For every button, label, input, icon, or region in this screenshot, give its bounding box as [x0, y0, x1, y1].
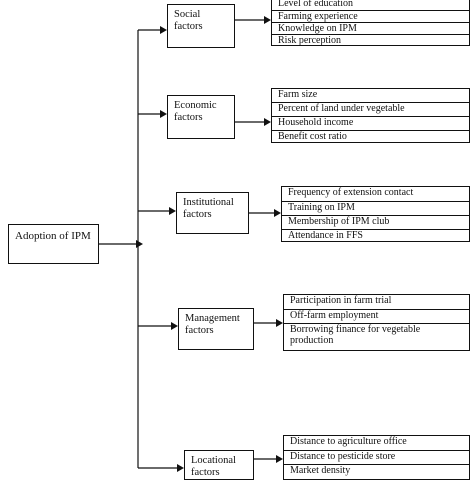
factor-item: Membership of IPM club	[282, 215, 469, 229]
factor-item: Percent of land under vegetable	[272, 102, 469, 116]
institutional-factor-list: Frequency of extension contact Training …	[281, 186, 470, 242]
category-locational: Locational factors	[184, 450, 254, 480]
category-label: Institutional factors	[183, 197, 234, 220]
root-arrowhead	[136, 240, 143, 248]
category-social: Social factors	[167, 4, 235, 48]
category-label: Locational factors	[191, 455, 236, 478]
factor-item: Level of education	[278, 0, 353, 9]
arrowhead-social	[160, 26, 167, 34]
factor-item: Off-farm employment	[284, 309, 469, 323]
factor-item: Farm size	[278, 89, 318, 100]
category-label: Social factors	[174, 9, 203, 32]
category-label: Management factors	[185, 313, 240, 336]
arrowhead-management	[171, 322, 178, 330]
factor-item: Training on IPM	[282, 201, 469, 215]
category-institutional: Institutional factors	[176, 192, 249, 234]
root-node: Adoption of IPM	[8, 224, 99, 264]
arrowhead-locational	[177, 464, 184, 472]
root-label: Adoption of IPM	[15, 230, 91, 242]
factor-item: Benefit cost ratio	[272, 130, 469, 142]
category-management: Management factors	[178, 308, 254, 350]
factor-item: Risk perception	[272, 34, 469, 47]
factor-item: Household income	[272, 116, 469, 130]
category-label: Economic factors	[174, 100, 217, 123]
factor-item: Distance to agriculture office	[290, 436, 407, 447]
arrowhead-economic-factors	[264, 118, 271, 126]
locational-factor-list: Distance to agriculture office Distance …	[283, 435, 470, 480]
factor-item: Market density	[284, 464, 469, 479]
factor-item: Participation in farm trial	[290, 295, 392, 306]
arrowhead-management-factors	[276, 319, 283, 327]
factor-item: Borrowing finance for vegetable producti…	[284, 323, 469, 350]
factor-item: Distance to pesticide store	[284, 450, 469, 464]
category-economic: Economic factors	[167, 95, 235, 139]
factor-item: Farming experience	[272, 10, 469, 22]
social-factor-list: Level of education Farming experience Kn…	[271, 0, 470, 46]
management-factor-list: Participation in farm trial Off-farm emp…	[283, 294, 470, 351]
economic-factor-list: Farm size Percent of land under vegetabl…	[271, 88, 470, 143]
factor-item: Frequency of extension contact	[288, 187, 414, 198]
arrowhead-institutional-factors	[274, 209, 281, 217]
arrowhead-institutional	[169, 207, 176, 215]
arrowhead-economic	[160, 110, 167, 118]
arrowhead-social-factors	[264, 16, 271, 24]
factor-item: Knowledge on IPM	[272, 22, 469, 34]
factor-item: Attendance in FFS	[282, 229, 469, 241]
arrowhead-locational-factors	[276, 455, 283, 463]
